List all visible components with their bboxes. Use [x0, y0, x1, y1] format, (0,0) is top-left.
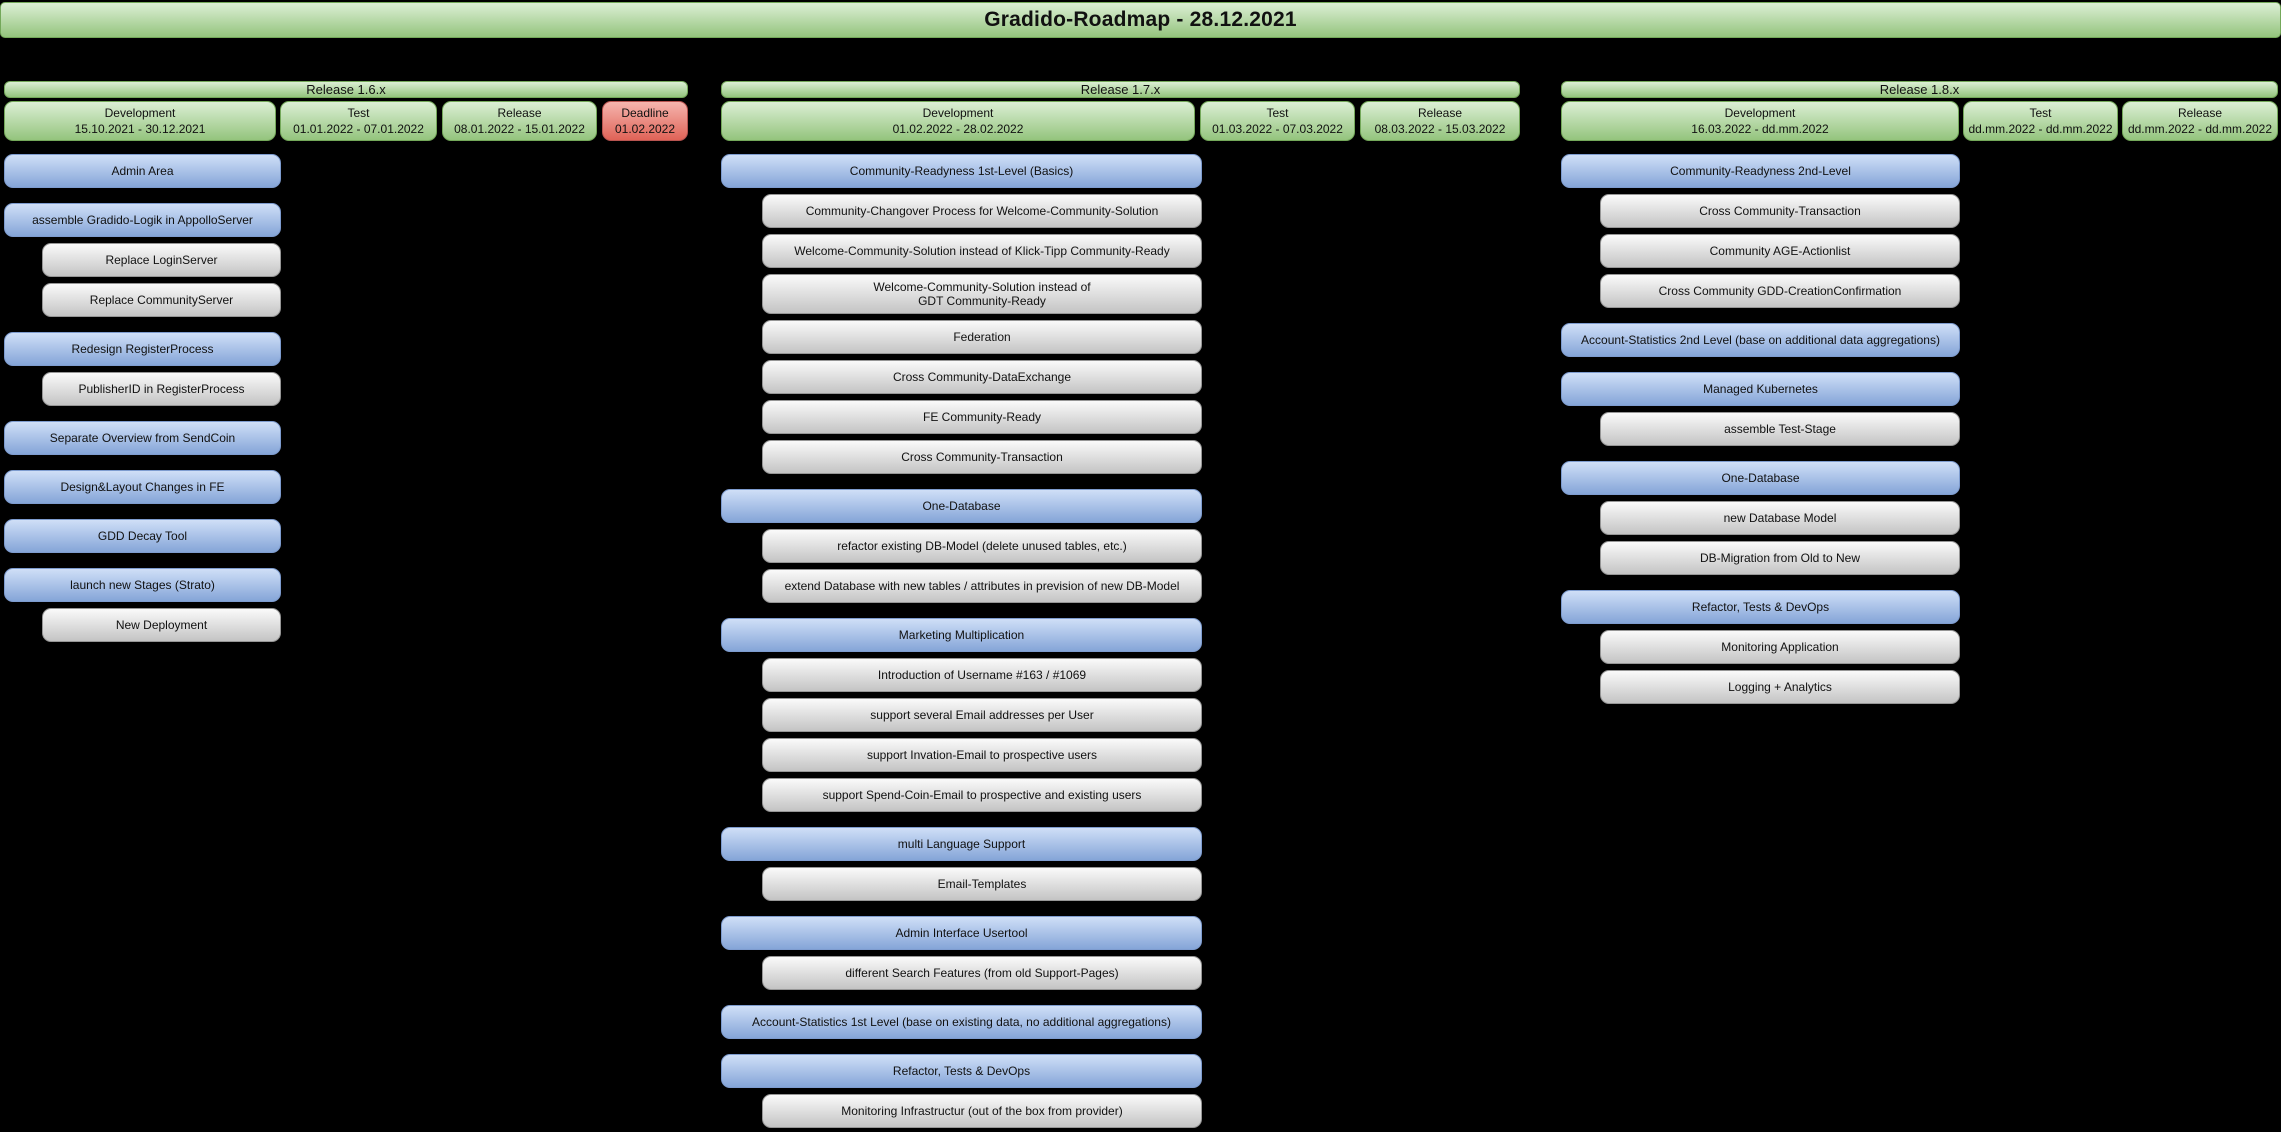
phase-label: Test [347, 106, 370, 120]
subtask-box: Monitoring Infrastructur (out of the box… [762, 1094, 1202, 1128]
phase-development-release-1.7.x: Development 01.02.2022 - 28.02.2022 [721, 101, 1195, 141]
phase-dates: 01.02.2022 - 28.02.2022 [892, 122, 1024, 136]
phase-label: Development [1724, 106, 1796, 120]
phase-release-release-1.8.x: Release dd.mm.2022 - dd.mm.2022 [2122, 101, 2278, 141]
phase-dates: 16.03.2022 - dd.mm.2022 [1691, 122, 1829, 136]
epic-box: Admin Interface Usertool [721, 916, 1202, 950]
subtask-box: PublisherID in RegisterProcess [42, 372, 281, 406]
epic-box: Refactor, Tests & DevOps [721, 1054, 1202, 1088]
release-header-release-1.8.x: Release 1.8.x [1561, 81, 2278, 98]
subtask-box: Cross Community GDD-CreationConfirmation [1600, 274, 1960, 308]
phase-label: Development [922, 106, 994, 120]
subtask-box: FE Community-Ready [762, 400, 1202, 434]
epic-box: Admin Area [4, 154, 281, 188]
phase-label: Test [1266, 106, 1289, 120]
phase-dates: 08.03.2022 - 15.03.2022 [1374, 122, 1506, 136]
subtask-box: Replace CommunityServer [42, 283, 281, 317]
phase-development-release-1.8.x: Development 16.03.2022 - dd.mm.2022 [1561, 101, 1959, 141]
phase-release-release-1.7.x: Release 08.03.2022 - 15.03.2022 [1360, 101, 1520, 141]
phase-label: Test [2029, 106, 2052, 120]
subtask-box: support Invation-Email to prospective us… [762, 738, 1202, 772]
phase-label: Development [104, 106, 176, 120]
subtask-box: Cross Community-Transaction [762, 440, 1202, 474]
epic-box: GDD Decay Tool [4, 519, 281, 553]
epic-box: Separate Overview from SendCoin [4, 421, 281, 455]
phase-label: Release [497, 106, 542, 120]
epic-box: One-Database [1561, 461, 1960, 495]
subtask-box: Email-Templates [762, 867, 1202, 901]
subtask-box: Welcome-Community-Solution instead of GD… [762, 274, 1202, 314]
subtask-box: Monitoring Application [1600, 630, 1960, 664]
phase-label: Release [2177, 106, 2223, 120]
phase-dates: 15.10.2021 - 30.12.2021 [74, 122, 206, 136]
subtask-box: Introduction of Username #163 / #1069 [762, 658, 1202, 692]
subtask-box: Welcome-Community-Solution instead of Kl… [762, 234, 1202, 268]
phase-dates: 08.01.2022 - 15.01.2022 [454, 122, 585, 136]
subtask-box: new Database Model [1600, 501, 1960, 535]
subtask-box: Community AGE-Actionlist [1600, 234, 1960, 268]
phase-release-release-1.6.x: Release 08.01.2022 - 15.01.2022 [442, 101, 597, 141]
subtask-box: DB-Migration from Old to New [1600, 541, 1960, 575]
subtask-box: Logging + Analytics [1600, 670, 1960, 704]
subtask-box: Replace LoginServer [42, 243, 281, 277]
phase-test-release-1.7.x: Test 01.03.2022 - 07.03.2022 [1200, 101, 1355, 141]
page-title: Gradido-Roadmap - 28.12.2021 [0, 2, 2281, 38]
subtask-box: different Search Features (from old Supp… [762, 956, 1202, 990]
epic-box: Redesign RegisterProcess [4, 332, 281, 366]
subtask-box: support several Email addresses per User [762, 698, 1202, 732]
phase-label: Release [1417, 106, 1463, 120]
subtask-box: assemble Test-Stage [1600, 412, 1960, 446]
subtask-box: New Deployment [42, 608, 281, 642]
epic-box: Community-Readyness 2nd-Level [1561, 154, 1960, 188]
epic-box: assemble Gradido-Logik in AppolloServer [4, 203, 281, 237]
subtask-box: Cross Community-Transaction [1600, 194, 1960, 228]
subtask-box: Federation [762, 320, 1202, 354]
phase-test-release-1.6.x: Test 01.01.2022 - 07.01.2022 [280, 101, 437, 141]
phase-dates: 01.03.2022 - 07.03.2022 [1212, 122, 1343, 136]
phase-label: Deadline [621, 106, 669, 120]
subtask-box: Community-Changover Process for Welcome-… [762, 194, 1202, 228]
epic-box: launch new Stages (Strato) [4, 568, 281, 602]
phase-dates: 01.01.2022 - 07.01.2022 [293, 122, 424, 136]
release-header-release-1.6.x: Release 1.6.x [4, 81, 688, 98]
epic-box: Account-Statistics 1st Level (base on ex… [721, 1005, 1202, 1039]
epic-box: Design&Layout Changes in FE [4, 470, 281, 504]
subtask-box: extend Database with new tables / attrib… [762, 569, 1202, 603]
subtask-box: refactor existing DB-Model (delete unuse… [762, 529, 1202, 563]
subtask-box: support Spend-Coin-Email to prospective … [762, 778, 1202, 812]
phase-test-release-1.8.x: Test dd.mm.2022 - dd.mm.2022 [1963, 101, 2118, 141]
epic-box: multi Language Support [721, 827, 1202, 861]
epic-box: Marketing Multiplication [721, 618, 1202, 652]
phase-dates: dd.mm.2022 - dd.mm.2022 [1968, 122, 2113, 136]
subtask-box: Cross Community-DataExchange [762, 360, 1202, 394]
phase-dates: 01.02.2022 [614, 122, 676, 136]
epic-box: Community-Readyness 1st-Level (Basics) [721, 154, 1202, 188]
epic-box: Account-Statistics 2nd Level (base on ad… [1561, 323, 1960, 357]
release-header-release-1.7.x: Release 1.7.x [721, 81, 1520, 98]
phase-dates: dd.mm.2022 - dd.mm.2022 [2127, 122, 2273, 136]
epic-box: Managed Kubernetes [1561, 372, 1960, 406]
epic-box: One-Database [721, 489, 1202, 523]
phase-development-release-1.6.x: Development 15.10.2021 - 30.12.2021 [4, 101, 276, 141]
epic-box: Refactor, Tests & DevOps [1561, 590, 1960, 624]
phase-deadline-release-1.6.x: Deadline 01.02.2022 [602, 101, 688, 141]
